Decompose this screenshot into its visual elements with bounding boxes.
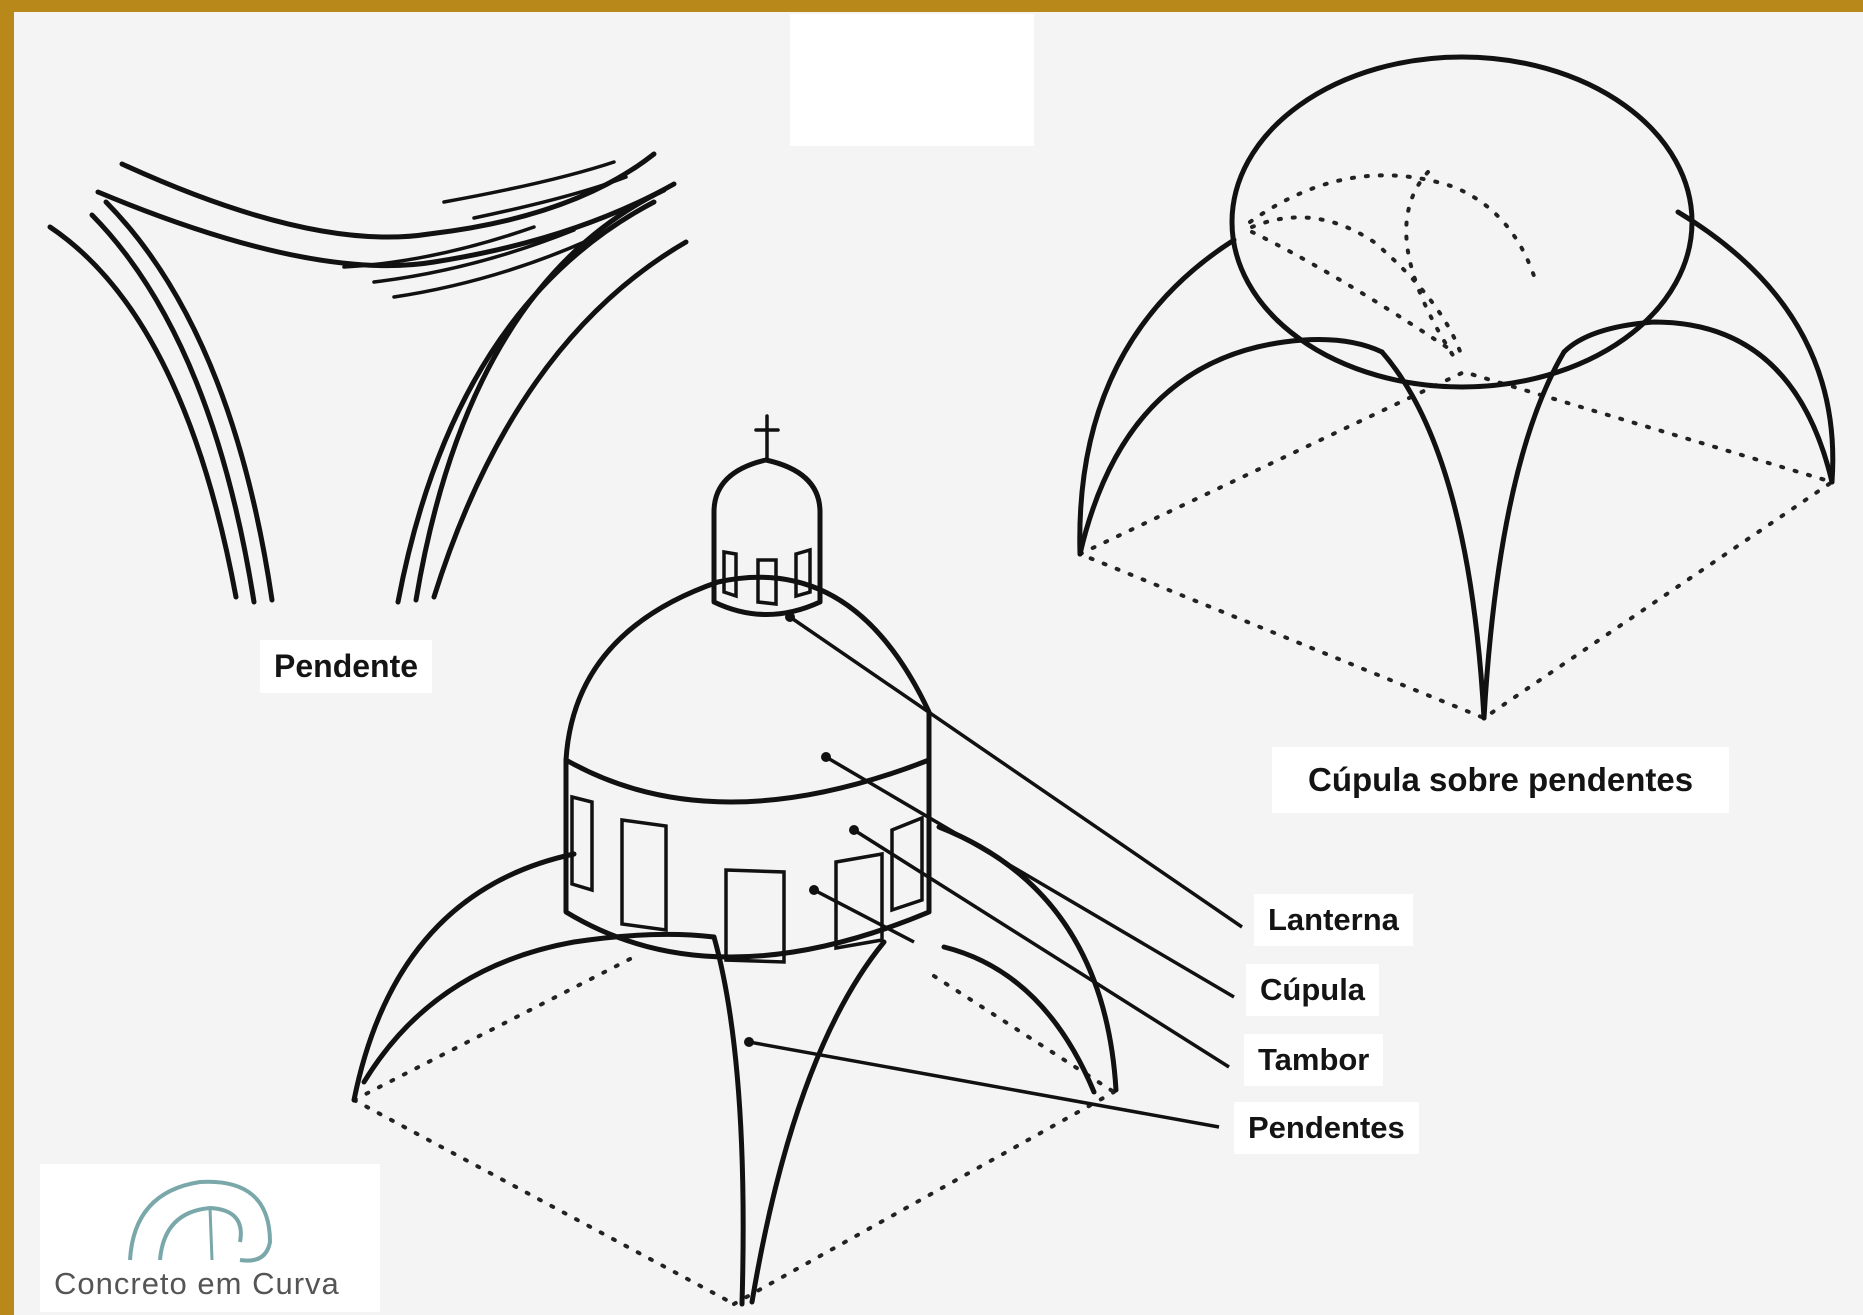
- callout-lanterna: Lanterna: [1254, 894, 1413, 946]
- dome-on-pendentives-sketch: [1080, 57, 1833, 718]
- pendentive-sketch: [50, 154, 686, 602]
- watermark-text: Concreto em Curva: [54, 1266, 340, 1302]
- callout-tambor: Tambor: [1244, 1034, 1383, 1086]
- diagram-frame: Pendente Cúpula sobre pendentes Lanterna…: [14, 12, 1863, 1315]
- dome-drum-lantern-sketch: [354, 416, 1242, 1304]
- callout-cupula: Cúpula: [1246, 964, 1379, 1016]
- caption-cupula-sobre-pendentes: Cúpula sobre pendentes: [1272, 747, 1729, 813]
- watermark-logo: Concreto em Curva: [40, 1164, 380, 1312]
- caption-pendente: Pendente: [260, 640, 432, 693]
- spiral-logo-icon: [120, 1172, 280, 1268]
- callout-pendentes: Pendentes: [1234, 1102, 1419, 1154]
